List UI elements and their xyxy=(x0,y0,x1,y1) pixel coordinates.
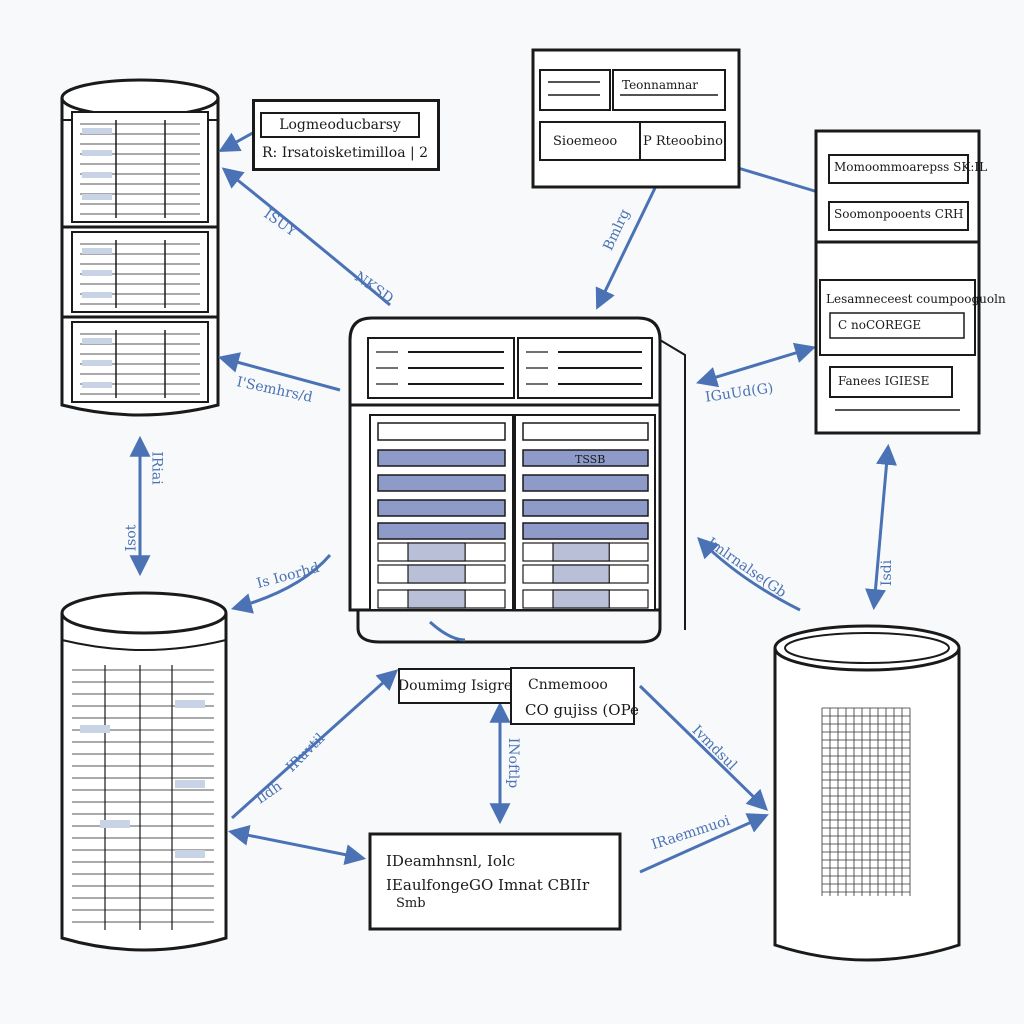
rack-highlight xyxy=(82,360,112,366)
right-panel-box xyxy=(814,129,981,435)
bottom-box xyxy=(368,832,622,931)
rack-highlight xyxy=(82,292,112,298)
arrow-label-6: Isot xyxy=(123,524,140,552)
form-row-highlighted xyxy=(522,522,649,540)
database-bottom-left xyxy=(60,591,228,952)
top-center-row2b-text: P Rteoobino xyxy=(643,134,723,149)
form-row-highlighted xyxy=(377,474,506,492)
right-panel-row1-text: Momoommoarepss SK:IL xyxy=(834,160,988,174)
table-cell-highlight xyxy=(80,725,110,733)
rack-highlight xyxy=(82,270,112,276)
rack-highlight xyxy=(82,382,112,388)
rack-highlight xyxy=(82,128,112,134)
arrow-label-5: IRiai xyxy=(148,451,165,485)
bottom-center-label-2: Cnmemooo xyxy=(528,677,608,693)
right-panel-row5-text: Fanees IGIESE xyxy=(838,374,930,388)
table-cell-highlight xyxy=(175,780,205,788)
right-panel-row4-text: C noCOREGE xyxy=(838,318,922,332)
form-cell xyxy=(407,564,466,584)
top-left-label-title: Logmeoducbarsy xyxy=(260,112,420,138)
table-cell-highlight xyxy=(175,850,205,858)
top-center-box xyxy=(531,48,741,189)
bottom-box-line1: IDeamhnsnl, Iolc xyxy=(386,852,516,870)
form-row-highlighted xyxy=(377,499,506,517)
top-center-row2-text: Sioemeoo xyxy=(553,134,618,149)
right-panel-row2-text: Soomonpooents CRH xyxy=(834,207,964,221)
arrow-label-10: Isdi xyxy=(879,559,896,587)
rack-highlight xyxy=(82,248,112,254)
bottom-center-label-frame xyxy=(510,667,635,725)
center-table-cell-text: TSSB xyxy=(575,453,606,466)
connector-arrows xyxy=(129,128,897,874)
form-row-highlighted xyxy=(522,474,649,492)
form-cell xyxy=(552,564,610,584)
table-cell-highlight xyxy=(175,700,205,708)
database-bottom-right xyxy=(773,624,961,962)
form-row-highlighted xyxy=(522,449,649,467)
table-cell-highlight xyxy=(100,820,130,828)
form-row-highlighted xyxy=(377,449,506,467)
central-application-window xyxy=(348,316,686,644)
form-row xyxy=(377,422,506,441)
form-row-highlighted xyxy=(377,522,506,540)
bottom-box-line3: Smb xyxy=(396,896,426,911)
rack-highlight xyxy=(82,172,112,178)
database-top-left xyxy=(60,78,220,417)
form-cell xyxy=(407,542,466,562)
bottom-center-label-3: CO gujiss (OPe xyxy=(525,701,639,719)
top-left-label-subtitle: R: Irsatoisketimilloa | 2 xyxy=(262,145,429,161)
top-center-row1-text: Teonnamnar xyxy=(622,78,699,92)
arrow-label-12: INoftlp xyxy=(505,737,522,789)
right-panel-row3-text: Lesamneceest coumpooguoln xyxy=(826,292,1006,306)
bottom-center-label-1: Doumimg Isigre xyxy=(398,668,512,704)
form-cell xyxy=(552,542,610,562)
form-cell xyxy=(552,589,610,609)
form-row-highlighted xyxy=(522,499,649,517)
form-row xyxy=(522,422,649,441)
bottom-box-line2: IEaulfongeGO Imnat CBIIr xyxy=(386,876,590,894)
rack-highlight xyxy=(82,150,112,156)
rack-highlight xyxy=(82,194,112,200)
rack-highlight xyxy=(82,338,112,344)
form-cell xyxy=(407,589,466,609)
